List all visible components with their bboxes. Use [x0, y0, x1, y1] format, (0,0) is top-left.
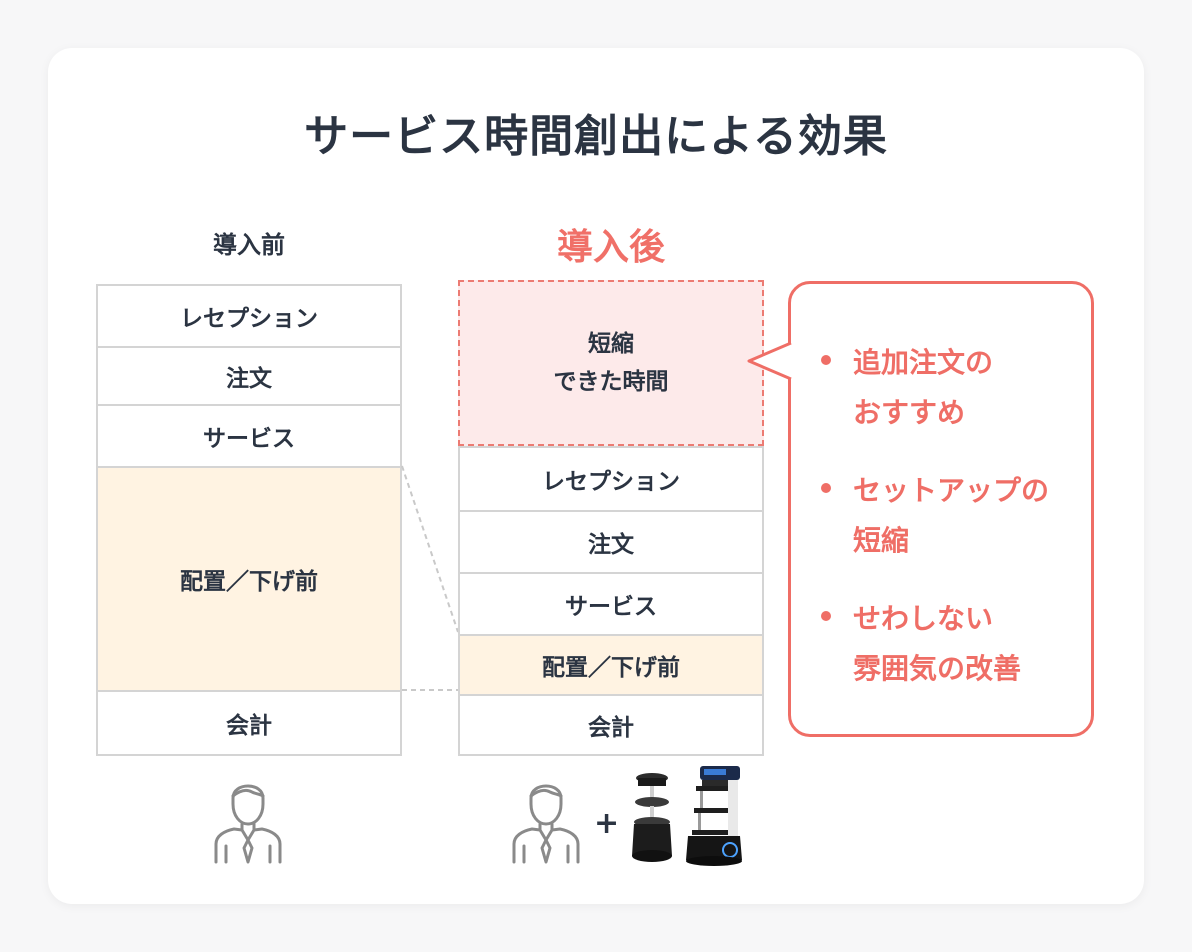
bullet-dot: [821, 611, 831, 621]
person-icon: [512, 784, 580, 864]
before-step-reception: レセプション: [98, 286, 400, 348]
saved-time-block: 短縮 できた時間: [458, 280, 764, 446]
benefit-line: 追加注文の: [853, 346, 994, 379]
benefit-line: 雰囲気の改善: [853, 652, 1022, 685]
saved-time-line-2: できた時間: [553, 369, 669, 395]
bullet-dot: [821, 483, 831, 493]
benefit-line: おすすめ: [853, 396, 966, 429]
after-step-reception: レセプション: [460, 448, 762, 512]
person-icon: [214, 784, 282, 864]
plus-sign: +: [594, 806, 620, 841]
benefit-item: 追加注文の おすすめ: [821, 338, 1091, 438]
before-step-service: サービス: [98, 406, 400, 468]
before-stack: レセプション 注文 サービス 配置／下げ前 会計: [96, 284, 402, 756]
after-step-order: 注文: [460, 512, 762, 574]
after-stack: レセプション 注文 サービス 配置／下げ前 会計: [458, 446, 764, 756]
benefit-item: セットアップの 短縮: [821, 466, 1091, 566]
after-step-setup: 配置／下げ前: [460, 636, 762, 696]
after-label: 導入後: [556, 227, 665, 268]
benefit-line: せわしない: [853, 602, 994, 635]
before-label: 導入前: [213, 231, 285, 259]
serving-robot-icon: [632, 766, 742, 866]
bubble-tail: [747, 341, 792, 381]
saved-time-line-1: 短縮: [588, 331, 634, 357]
benefits-bubble: 追加注文の おすすめ セットアップの 短縮 せわしない 雰囲気の改善: [788, 281, 1094, 737]
before-step-setup: 配置／下げ前: [98, 468, 400, 692]
page-title: サービス時間創出による効果: [304, 111, 888, 162]
after-step-checkout: 会計: [460, 696, 762, 756]
benefit-item: せわしない 雰囲気の改善: [821, 594, 1091, 694]
after-step-service: サービス: [460, 574, 762, 636]
before-step-checkout: 会計: [98, 692, 400, 756]
bullet-dot: [821, 355, 831, 365]
before-step-order: 注文: [98, 348, 400, 406]
benefit-line: セットアップの: [853, 474, 1050, 507]
benefit-line: 短縮: [853, 524, 910, 557]
